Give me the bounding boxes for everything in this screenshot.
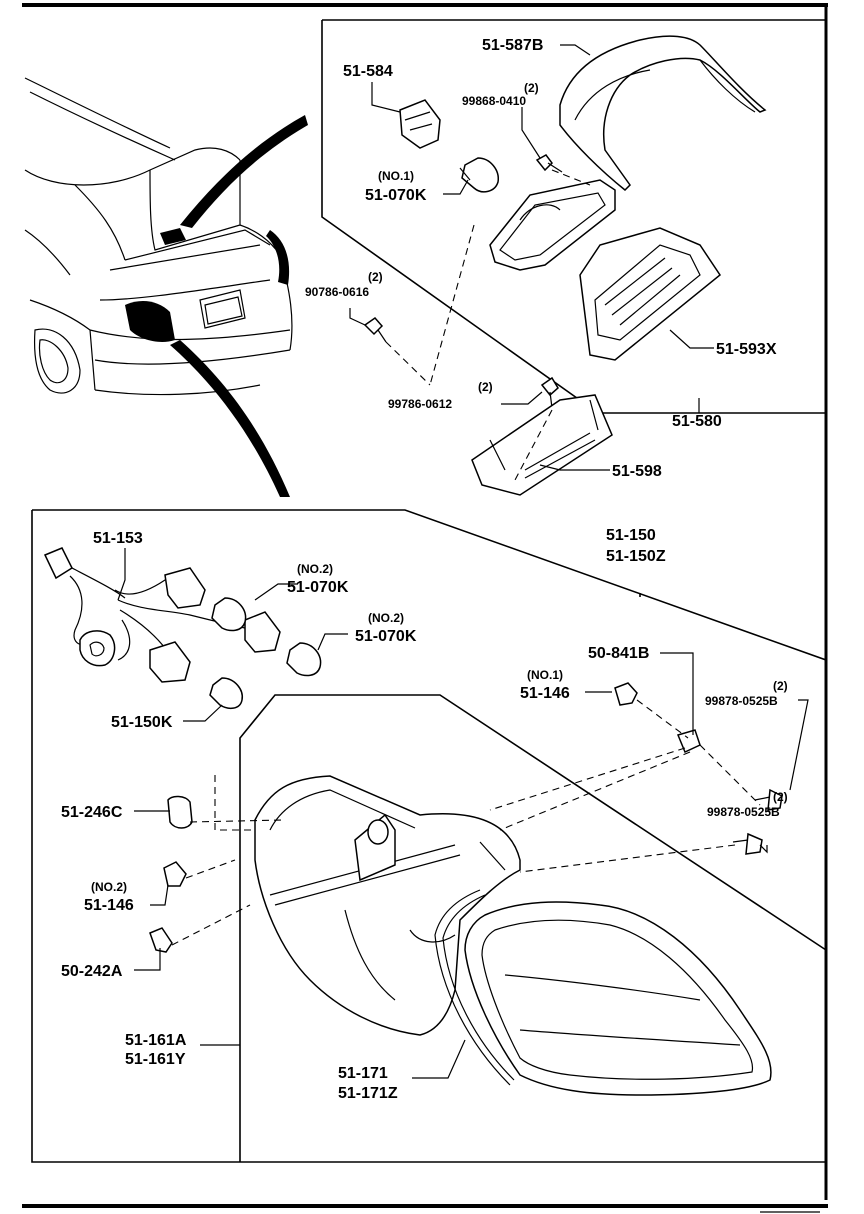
socket-51-146-no1 bbox=[614, 682, 638, 706]
screw-99868-0410 bbox=[535, 154, 563, 173]
bulb-51-070K-a bbox=[211, 597, 247, 632]
label-51-584: 51-584 bbox=[343, 63, 393, 80]
rear-combination-lamp-frame bbox=[31, 509, 827, 1163]
label-51-598: 51-598 bbox=[612, 463, 662, 480]
label-qty-99878-a: (2) bbox=[773, 679, 788, 693]
label-99878-0525B-b: 99878-0525B bbox=[707, 805, 780, 819]
bulb-51-070K-top bbox=[459, 157, 499, 193]
label-qty-99786-0612: (2) bbox=[478, 380, 493, 394]
label-51-146-a: 51-146 bbox=[520, 685, 570, 702]
lamp-lens-51-593X bbox=[579, 227, 722, 361]
label-51-150: 51-150 bbox=[606, 527, 656, 544]
gasket-51-171 bbox=[434, 889, 515, 1086]
bulb-socket-51-584 bbox=[399, 99, 441, 149]
label-50-242A: 50-242A bbox=[61, 963, 123, 980]
car-illustration bbox=[24, 77, 308, 497]
bottom-dashed-guides bbox=[171, 699, 761, 946]
label-no1-51-146: (NO.1) bbox=[527, 668, 563, 682]
label-51-587B: 51-587B bbox=[482, 37, 543, 54]
label-51-070K-b: 51-070K bbox=[355, 628, 417, 645]
label-51-161A: 51-161A bbox=[125, 1032, 187, 1049]
bulb-50-242A bbox=[149, 927, 173, 953]
top-dashed-guides bbox=[385, 169, 591, 481]
label-51-593X: 51-593X bbox=[716, 341, 777, 358]
label-no2-51-070K-b: (NO.2) bbox=[368, 611, 404, 625]
label-qty-99878-b: (2) bbox=[773, 790, 788, 804]
cap-51-246C bbox=[167, 795, 193, 829]
label-51-171Z: 51-171Z bbox=[338, 1085, 398, 1102]
label-qty-90786-0616: (2) bbox=[368, 270, 383, 284]
label-no2-51-146: (NO.2) bbox=[91, 880, 127, 894]
label-no1-51-070K: (NO.1) bbox=[378, 169, 414, 183]
screw-99878-0525B-b bbox=[732, 832, 763, 855]
label-51-070K-a: 51-070K bbox=[287, 579, 349, 596]
part-labels: 51-587B 51-584 (2) 99868-0410 (NO.1) 51-… bbox=[61, 37, 788, 1102]
label-51-150K: 51-150K bbox=[111, 714, 173, 731]
label-51-580: 51-580 bbox=[672, 413, 722, 430]
top-leaders bbox=[349, 44, 714, 471]
screw-99878-0525B-a bbox=[754, 788, 783, 811]
label-qty-99868-0410: (2) bbox=[524, 81, 539, 95]
bulb-51-070K-b bbox=[286, 642, 322, 677]
label-51-161Y: 51-161Y bbox=[125, 1051, 186, 1068]
lamp-housing bbox=[489, 179, 616, 271]
bracket-51-598 bbox=[471, 394, 613, 496]
wiring-harness-51-153 bbox=[43, 547, 281, 683]
outer-lens bbox=[464, 901, 772, 1096]
label-50-841B: 50-841B bbox=[588, 645, 649, 662]
label-99878-0525B-a: 99878-0525B bbox=[705, 694, 778, 708]
lamp-housing-51-161A bbox=[254, 775, 521, 1036]
label-51-171: 51-171 bbox=[338, 1065, 388, 1082]
lamp-cover-51-587B bbox=[559, 35, 767, 192]
socket-51-146-no2 bbox=[163, 861, 187, 887]
label-51-070K-top: 51-070K bbox=[365, 187, 427, 204]
label-51-246C: 51-246C bbox=[61, 804, 123, 821]
lens-body-frame bbox=[239, 694, 827, 1162]
bottom-leaders bbox=[117, 548, 809, 1079]
screw-90786-0616 bbox=[363, 316, 387, 343]
label-90786-0616: 90786-0616 bbox=[305, 285, 369, 299]
label-99868-0410: 99868-0410 bbox=[462, 94, 526, 108]
bulb-51-150K bbox=[209, 677, 243, 710]
label-51-146-b: 51-146 bbox=[84, 897, 134, 914]
label-no2-51-070K-a: (NO.2) bbox=[297, 562, 333, 576]
label-51-150Z: 51-150Z bbox=[606, 548, 666, 565]
high-mount-lamp-frame bbox=[321, 19, 827, 414]
label-99786-0612: 99786-0612 bbox=[388, 397, 452, 411]
label-51-153: 51-153 bbox=[93, 530, 143, 547]
